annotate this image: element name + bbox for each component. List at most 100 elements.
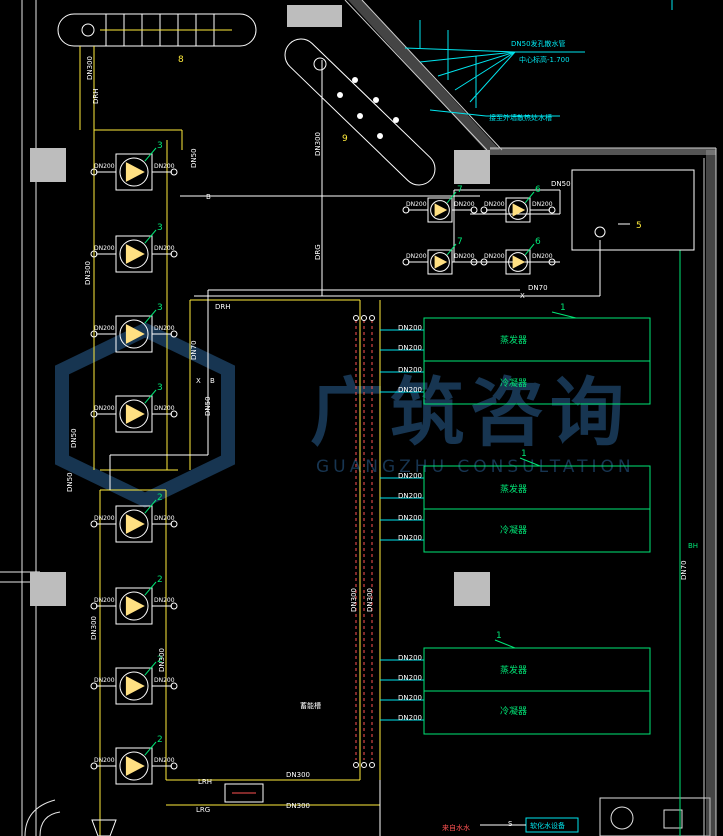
pipe-label-dn200: DN200 [94,597,115,604]
pipe-label-s: S [508,820,513,828]
pipe-label-dn300: DN300 [350,588,358,612]
pipe-label-dn200: DN200 [94,515,115,522]
pipe-label-dn50: DN50 [190,148,198,168]
pipe-label-b: B [210,377,215,385]
pump-tag: 3 [157,383,163,393]
pipe-label-dn200: DN200 [398,492,422,500]
pipe-label-dn200: DN200 [398,366,422,374]
pipe-label-lrh: LRH [198,778,212,786]
pipe-label-dn200: DN200 [398,534,422,542]
pipe-label-dn200: DN200 [94,245,115,252]
inclined-tank [284,38,436,186]
column [30,148,66,182]
condenser-label: 冷凝器 [500,524,527,536]
pipe-label-dn300: DN300 [158,648,166,672]
pipe-label-dn200: DN200 [154,245,175,252]
column [454,150,490,184]
pipe-label-dn200: DN200 [484,201,505,208]
pump-icon: DN200 DN200 3 [90,141,178,191]
pump-tag: 2 [157,575,163,585]
pump-tag: 6 [535,237,541,247]
pipe-label-dn200: DN200 [94,405,115,412]
pipe-label-dn200: DN200 [94,677,115,684]
pipe-label-dn300: DN300 [314,132,322,156]
pipe-label-dn300: DN300 [86,56,94,80]
horizontal-tank [57,13,257,47]
dn50-pipe-note: DN50发孔散水管 [511,39,566,48]
pipe-label-dn200: DN200 [398,344,422,352]
evaporator-label: 蒸发器 [500,483,527,495]
pump-icon: DN200 DN200 3 [90,303,178,353]
tank-tag-9: 9 [342,134,348,144]
column [287,5,342,27]
pump-icon: DN200 DN200 2 [90,575,178,625]
leak-drain-note: 接至外墙散热处水槽 [489,113,552,122]
pump-icon: DN200 DN200 2 [90,735,178,785]
pipe-label-dn300: DN300 [84,261,92,285]
pipe-label-dn200: DN200 [154,163,175,170]
watermark-subtitle: GUANGZHU CONSULTATION [316,457,635,477]
pipe-label-dn200: DN200 [398,324,422,332]
pipe-label-dn200: DN200 [154,757,175,764]
pipe-label-dn200: DN200 [398,674,422,682]
chiller-tag: 1 [521,449,527,459]
pump-tag: 3 [157,303,163,313]
expansion-tank-tag: 5 [636,221,642,231]
pipe-label-x: X [520,292,525,300]
pump-tag: 3 [157,141,163,151]
hatched-wall [344,0,717,836]
pipe-label-dn50: DN50 [70,428,78,448]
pump-tag: 2 [157,735,163,745]
equipment-connections [380,329,424,721]
pipe-label-dn200: DN200 [454,201,475,208]
pipe-label-dn70: DN70 [528,284,548,292]
chiller-unit-2 [423,465,651,553]
pipe-label-dn200: DN200 [154,597,175,604]
structural-columns [30,5,490,606]
pipe-label-dn200: DN200 [154,677,175,684]
condenser-label: 冷凝器 [500,377,527,389]
pump-tag: 2 [157,655,163,665]
pipe-label-dn200: DN200 [484,253,505,260]
condenser-label: 冷凝器 [500,705,527,717]
cooling-tower-line [650,249,681,836]
pipe-label-dn200: DN200 [398,386,422,394]
drain-funnel [91,819,117,836]
softener-unit [480,817,579,833]
chiller-unit-3 [423,647,651,735]
pipe-label-dn200: DN200 [406,253,427,260]
pipe-label-dn200: DN200 [532,253,553,260]
chiller-tag: 1 [496,631,502,641]
pipe-label-dn50: DN50 [551,180,571,188]
supply-return-mains [79,46,381,836]
column [454,572,490,606]
pipe-label-drg: DRG [314,244,322,260]
pipe-label-bh: BH [688,542,698,550]
pipe-label-dn200: DN200 [406,201,427,208]
pipe-label-dn200: DN200 [398,514,422,522]
pipe-label-dn200: DN200 [94,757,115,764]
pipe-label-dn200: DN200 [398,654,422,662]
pipe-label-dn200: DN200 [94,163,115,170]
pipe-label-dn300: DN300 [366,588,374,612]
pipe-label-x: X [196,377,201,385]
pipe-label-drh: DRH [92,88,100,104]
chiller-leaders [494,311,577,649]
pipe-label-dn200: DN200 [94,325,115,332]
pump-icon: DN200 DN200 2 [90,655,178,705]
pipe-label-dn200: DN200 [454,253,475,260]
pipe-label-dn300: DN300 [286,771,310,779]
pipe-label-lrg: LRG [196,806,210,814]
pipe-label-dn200: DN200 [154,325,175,332]
chiller-unit-1 [423,317,651,405]
pipe-label-dn50: DN50 [204,396,212,416]
pipe-label-dn70: DN70 [680,560,688,580]
softener-label: 软化水设备 [530,821,565,830]
